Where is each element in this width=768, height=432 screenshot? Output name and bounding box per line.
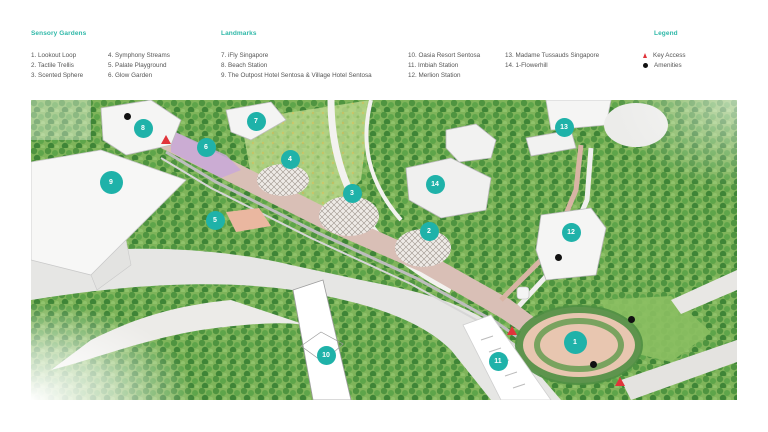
map-marker-2-tactile-trellis[interactable]: 2 bbox=[419, 221, 439, 241]
map-marker-11-imbiah-station[interactable]: 11 bbox=[488, 351, 508, 371]
legend-item-tactile-trellis: 2. Tactile Trellis bbox=[31, 61, 74, 69]
legend-item-outpost-village-hotel: 9. The Outpost Hotel Sentosa & Village H… bbox=[221, 71, 372, 79]
key-access-triangle-icon[interactable] bbox=[615, 377, 625, 386]
legend-item-glow-garden: 6. Glow Garden bbox=[108, 71, 153, 79]
landmarks-col-3: 13. Madame Tussauds Singapore 14. 1-Flow… bbox=[505, 51, 599, 71]
illustrated-site-map[interactable]: 1 2 3 4 5 6 7 8 9 10 11 12 13 14 bbox=[31, 100, 737, 400]
map-marker-10-oasia-resort[interactable]: 10 bbox=[316, 345, 336, 365]
amenities-label: Amenities bbox=[654, 61, 682, 69]
map-marker-3-scented-sphere[interactable]: 3 bbox=[342, 183, 362, 203]
legend-item-lookout-loop: 1. Lookout Loop bbox=[31, 52, 77, 59]
sensory-gardens-col-2: 4. Symphony Streams 5. Palate Playground… bbox=[108, 51, 170, 80]
key-legend: Legend Key Access Amenities bbox=[643, 30, 686, 69]
map-marker-12-merlion-station[interactable]: 12 bbox=[561, 222, 581, 242]
legend-item-imbiah-station: 11. Imbiah Station bbox=[408, 61, 459, 69]
map-marker-7-ifly-singapore[interactable]: 7 bbox=[246, 111, 266, 131]
legend-item-ifly: 7. iFly Singapore bbox=[221, 52, 269, 59]
amenity-dot-icon[interactable] bbox=[554, 253, 562, 261]
sensory-gardens-col-1: 1. Lookout Loop 2. Tactile Trellis 3. Sc… bbox=[31, 51, 83, 80]
key-access-triangle-icon[interactable] bbox=[161, 135, 171, 144]
amenity-dot-icon bbox=[643, 63, 648, 69]
key-access-label: Key Access bbox=[653, 52, 686, 59]
map-marker-1-lookout-loop[interactable]: 1 bbox=[563, 330, 587, 354]
sensory-gardens-legend: Sensory Gardens 1. Lookout Loop 2. Tacti… bbox=[31, 30, 170, 79]
map-marker-6-glow-garden[interactable]: 6 bbox=[196, 137, 216, 157]
landmarks-col-1: 7. iFly Singapore 8. Beach Station 9. Th… bbox=[221, 51, 372, 80]
key-access-row: Key Access bbox=[642, 51, 686, 61]
key-legend-items: Key Access Amenities bbox=[642, 51, 686, 71]
map-marker-13-madame-tussauds[interactable]: 13 bbox=[554, 117, 574, 137]
key-legend-heading: Legend bbox=[654, 30, 678, 37]
map-marker-9-outpost-village-hotel[interactable]: 9 bbox=[99, 170, 123, 194]
landmarks-legend: Landmarks 7. iFly Singapore 8. Beach Sta… bbox=[221, 30, 372, 79]
sensory-gardens-heading: Sensory Gardens bbox=[31, 30, 87, 37]
legend-item-scented-sphere: 3. Scented Sphere bbox=[31, 71, 84, 79]
legend-item-1-flowerhill: 14. 1-Flowerhill bbox=[505, 61, 548, 69]
map-marker-8-beach-station[interactable]: 8 bbox=[133, 118, 153, 138]
amenity-dot-icon[interactable] bbox=[123, 112, 131, 120]
landmarks-col-2: 10. Oasia Resort Sentosa 11. Imbiah Stat… bbox=[408, 51, 480, 80]
map-illustration bbox=[31, 100, 737, 400]
legend-item-symphony-streams: 4. Symphony Streams bbox=[108, 52, 170, 59]
amenity-dot-icon[interactable] bbox=[589, 360, 597, 368]
legend-item-oasia-resort: 10. Oasia Resort Sentosa bbox=[408, 52, 481, 59]
legend-item-madame-tussauds: 13. Madame Tussauds Singapore bbox=[505, 52, 600, 59]
map-marker-5-palate-playground[interactable]: 5 bbox=[205, 210, 225, 230]
legend-item-palate-playground: 5. Palate Playground bbox=[108, 61, 167, 69]
key-access-triangle-icon bbox=[643, 53, 647, 59]
map-marker-4-symphony-streams[interactable]: 4 bbox=[280, 149, 300, 169]
legend-item-beach-station: 8. Beach Station bbox=[221, 61, 268, 69]
legend-item-merlion-station: 12. Merlion Station bbox=[408, 71, 461, 79]
amenity-dot-icon[interactable] bbox=[627, 315, 635, 323]
map-marker-14-1-flowerhill[interactable]: 14 bbox=[425, 174, 445, 194]
amenities-row: Amenities bbox=[642, 61, 686, 71]
key-access-triangle-icon[interactable] bbox=[507, 326, 517, 335]
landmarks-heading: Landmarks bbox=[221, 30, 257, 37]
